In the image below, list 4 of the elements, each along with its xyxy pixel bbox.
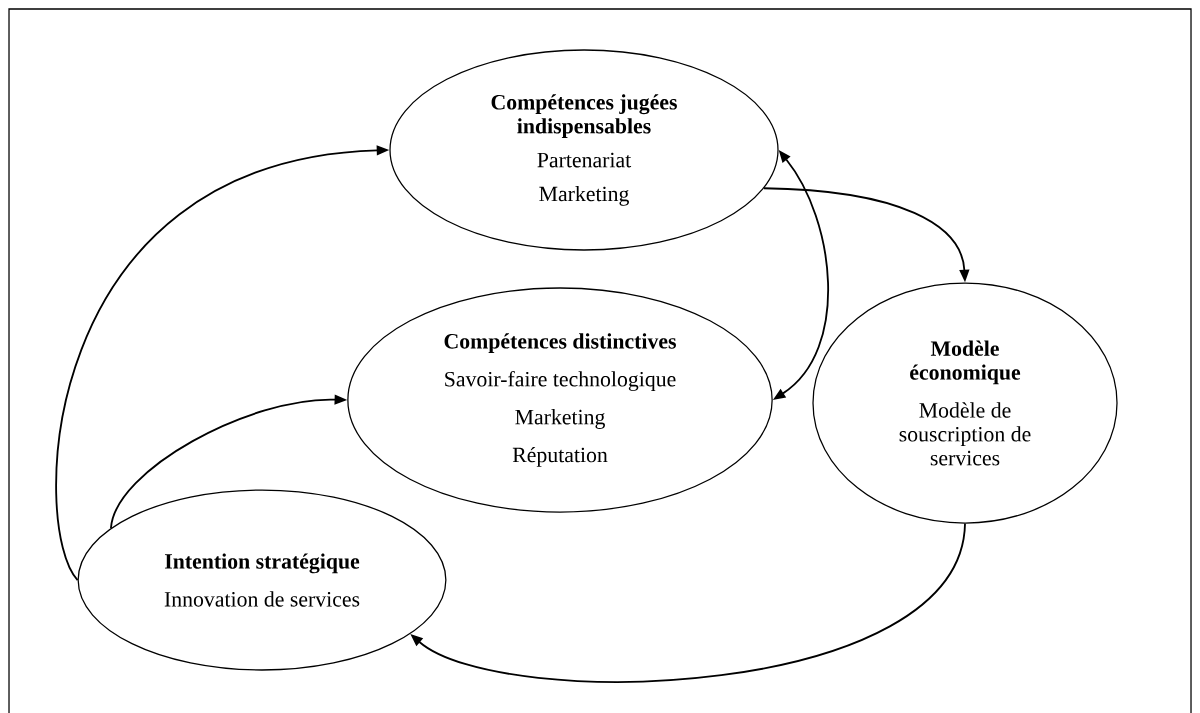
ellipse-node: Intention stratégique Innovation de services (77, 489, 447, 671)
ellipse-node: Compétences distinctives Savoir-faire technologique Marketing Réputation (347, 287, 773, 513)
ellipse-node: Modèle économique Modèle de souscription de services (812, 282, 1118, 524)
ellipse-node: Compétences jugées indispensables Partenariat Marketing (389, 49, 779, 251)
